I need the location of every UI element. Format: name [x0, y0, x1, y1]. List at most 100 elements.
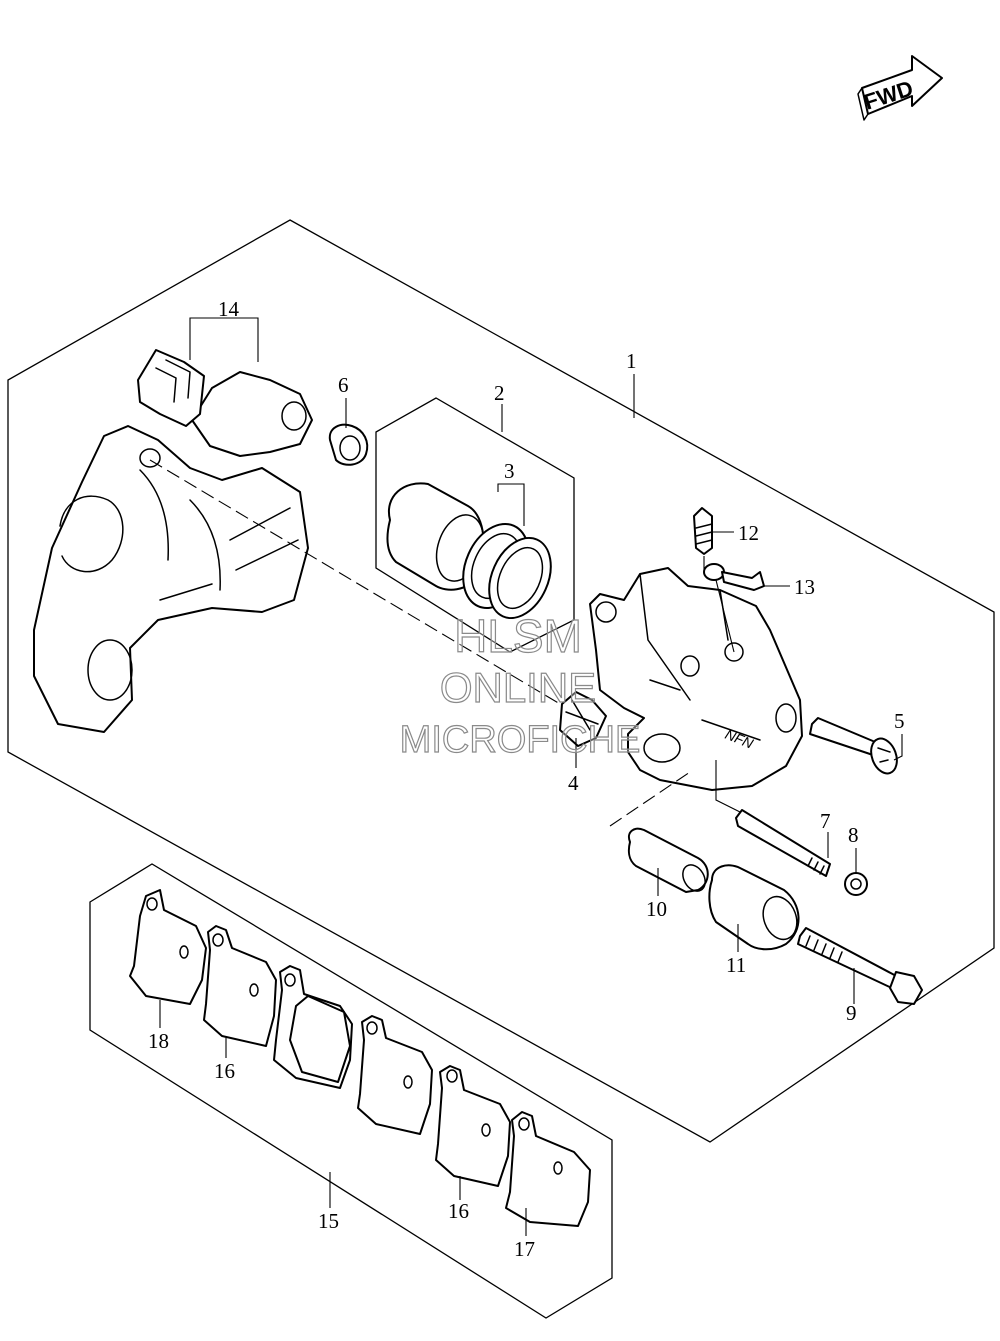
shim-16-left-hole — [212, 933, 224, 947]
line-pin-to-caliper — [715, 760, 741, 813]
pin-shank — [735, 809, 831, 877]
mounting-bolt — [797, 927, 923, 1005]
mounting-bolt-shank — [797, 927, 901, 991]
shim-16-left-slot — [249, 983, 259, 997]
shim-18-slot — [179, 945, 189, 959]
bracket-ribs — [139, 469, 299, 601]
slide-pin-bolt — [809, 717, 898, 775]
shim-18-hole — [146, 897, 158, 911]
shim-16-right-slot — [481, 1123, 491, 1137]
callout-3: 3 — [504, 459, 515, 483]
bleeder-screw — [693, 507, 713, 555]
callout-10: 10 — [646, 897, 667, 921]
mounting-bolt-thread — [805, 935, 843, 963]
callout-6: 6 — [338, 373, 349, 397]
pad-shim-16-left — [203, 925, 277, 1047]
callout-8: 8 — [848, 823, 859, 847]
slide-boot-body — [708, 864, 800, 951]
boot — [328, 423, 369, 466]
callout-16-right: 16 — [448, 1199, 469, 1223]
slide-boot — [708, 864, 800, 951]
alignment-lines — [149, 459, 741, 827]
leader-3 — [497, 483, 525, 526]
callout-5: 5 — [894, 709, 905, 733]
bracket-arm-hole — [281, 401, 307, 431]
fwd-direction-badge: FWD — [857, 55, 943, 121]
boot-opening — [339, 435, 361, 461]
slide-boot-end — [762, 895, 798, 941]
dust-seal-inner — [496, 546, 544, 610]
caliper-housing — [589, 567, 803, 791]
nut — [844, 872, 868, 896]
callout-7: 7 — [820, 809, 831, 833]
bleeder-port — [724, 642, 744, 662]
pad-right-hole — [366, 1021, 378, 1035]
pad-set-frame — [89, 863, 613, 1319]
slide-pin — [735, 809, 831, 877]
mounting-bolt-head — [889, 971, 923, 1005]
brake-pad-left-friction — [289, 995, 351, 1083]
shim-17-hole — [518, 1117, 530, 1131]
nut-body — [844, 872, 868, 896]
caliper-contours — [639, 573, 761, 741]
callout-11: 11 — [726, 953, 746, 977]
bracket-mount-hole-upper — [139, 448, 161, 468]
dust-seal-outer — [488, 536, 552, 620]
pad-pin-clip — [559, 691, 607, 747]
fwd-arrow-icon — [861, 55, 943, 115]
bracket-boss — [59, 495, 124, 573]
watermark-line-1: HLSM — [454, 610, 582, 662]
callout-1: 1 — [626, 349, 637, 373]
pad-right-slot — [403, 1075, 413, 1089]
callout-4: 4 — [568, 771, 579, 795]
dash-sleeve-to-caliper — [609, 771, 691, 827]
banjo-port — [775, 703, 797, 733]
caliper-assembly-frame — [7, 219, 995, 1143]
pad-shim-17 — [505, 1111, 591, 1227]
watermark-line-3: MICROFICHE — [400, 719, 641, 761]
fwd-arrow-edge — [857, 87, 869, 121]
bleeder-thread — [695, 523, 713, 545]
piston-set-frame — [375, 397, 575, 653]
bolt-shank — [809, 717, 881, 757]
bracket-mount-hole-lower — [87, 639, 133, 701]
brake-pad-set — [129, 889, 591, 1227]
pad-left-hole — [284, 973, 296, 987]
line-cap-to-port — [715, 579, 735, 653]
bracket-body — [33, 425, 309, 733]
watermark: HLSM ONLINE MICROFICHE — [399, 609, 641, 761]
callout-16-left: 16 — [214, 1059, 235, 1083]
callout-9: 9 — [846, 1001, 857, 1025]
pad-spring-detail — [155, 359, 191, 403]
pad-shim-18 — [129, 889, 207, 1005]
nut-hole — [850, 878, 862, 890]
shim-16-right-hole — [446, 1069, 458, 1083]
cap-tab — [721, 571, 765, 591]
bolt-hex-socket — [877, 747, 891, 763]
callout-numbers: 1 2 3 4 5 6 7 8 9 10 11 12 13 14 15 16 1… — [148, 297, 905, 1261]
shim-17-slot — [553, 1161, 563, 1175]
sleeve — [627, 827, 709, 893]
callout-13: 13 — [794, 575, 815, 599]
leader-5 — [893, 734, 903, 761]
sleeve-body — [627, 827, 709, 893]
pad-shim-16-right — [435, 1065, 511, 1187]
slide-bore — [643, 733, 681, 763]
callout-15: 15 — [318, 1209, 339, 1233]
caliper-hole-middle — [680, 655, 700, 677]
fwd-label: FWD — [861, 75, 916, 114]
brake-pad-right — [357, 1015, 433, 1135]
callout-17: 17 — [514, 1237, 535, 1261]
pin-thread — [807, 857, 825, 875]
callout-12: 12 — [738, 521, 759, 545]
bleeder-cap — [703, 563, 765, 591]
sleeve-end — [682, 864, 706, 892]
callout-2: 2 — [494, 381, 505, 405]
callout-14: 14 — [218, 297, 240, 321]
caliper-body: NFN — [589, 567, 803, 791]
leader-14 — [189, 317, 259, 362]
bleeder-body — [693, 507, 713, 555]
watermark-line-2: ONLINE — [440, 664, 596, 711]
piston-seal-set — [462, 522, 552, 620]
